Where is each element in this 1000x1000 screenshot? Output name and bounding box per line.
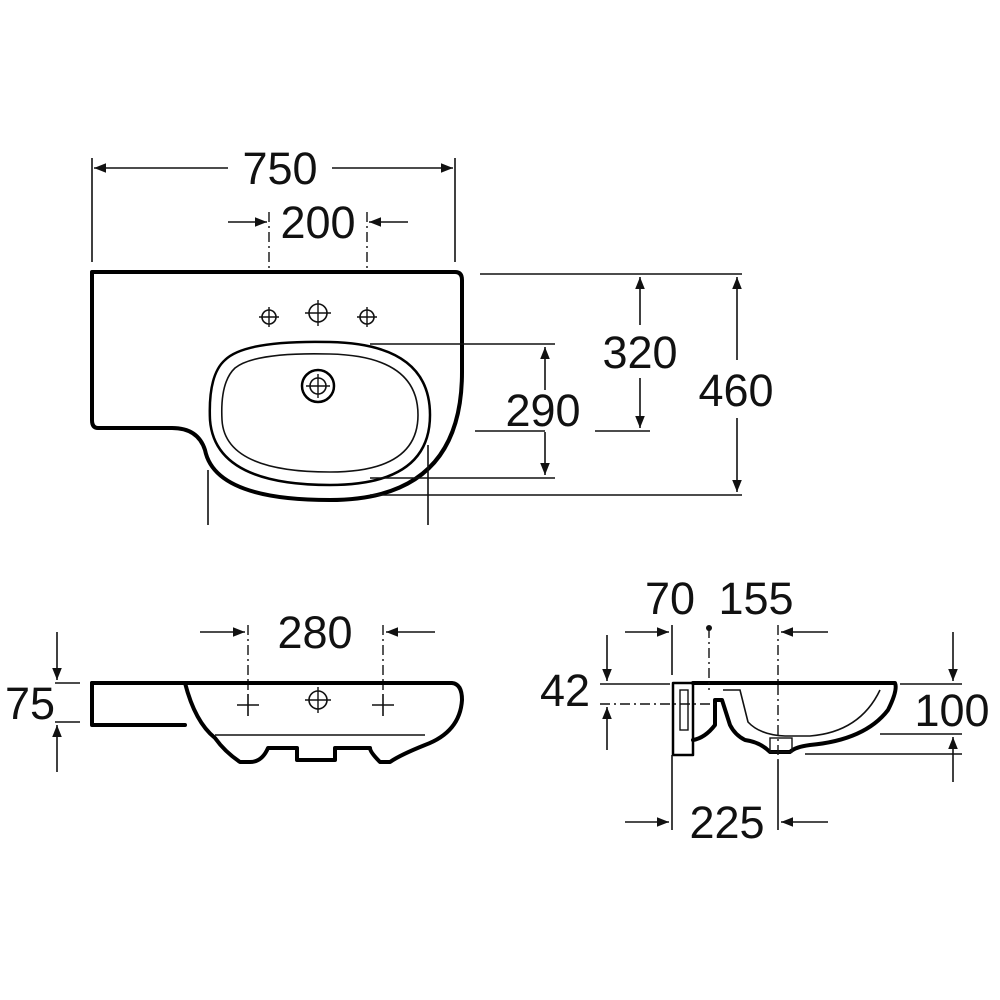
- tap-hole-icon: [305, 300, 331, 326]
- basin-top-outline: [90, 270, 464, 502]
- dimension-bowl-height: 100: [914, 685, 989, 736]
- shelf-front-outline: [90, 681, 187, 727]
- front-view: 280 75: [5, 607, 464, 772]
- tap-hole-icon: [237, 694, 259, 716]
- dimension-bowl-inner-depth: 290: [505, 385, 580, 436]
- side-view: 70 155 42 100 225: [540, 573, 990, 848]
- dimension-overall-width: 750: [242, 143, 317, 194]
- dimension-wall-offset: 70: [645, 573, 695, 624]
- basin-front-outline: [90, 681, 464, 764]
- bowl-basin: [220, 352, 419, 473]
- tap-hole-icon: [305, 687, 331, 713]
- dimension-bracket-height: 42: [540, 665, 590, 716]
- dimension-tap-hole-spacing: 200: [280, 197, 355, 248]
- dimension-support-spacing: 280: [277, 607, 352, 658]
- bowl-rim: [208, 340, 432, 487]
- wall-bracket: [671, 681, 695, 757]
- dimension-wall-to-waste: 225: [689, 797, 764, 848]
- dimension-tap-to-waste: 155: [718, 573, 793, 624]
- tap-hole-icon: [259, 307, 279, 327]
- dimension-bowl-depth-to-front: 320: [602, 327, 677, 378]
- basin-side-profile: [691, 681, 898, 754]
- dimension-overall-depth: 460: [698, 365, 773, 416]
- drain-icon: [300, 368, 336, 404]
- tap-hole-icon: [357, 307, 377, 327]
- top-view: 750 200 320 290 460: [90, 143, 774, 525]
- tap-hole-icon: [372, 694, 394, 716]
- dimension-shelf-height: 75: [5, 678, 55, 729]
